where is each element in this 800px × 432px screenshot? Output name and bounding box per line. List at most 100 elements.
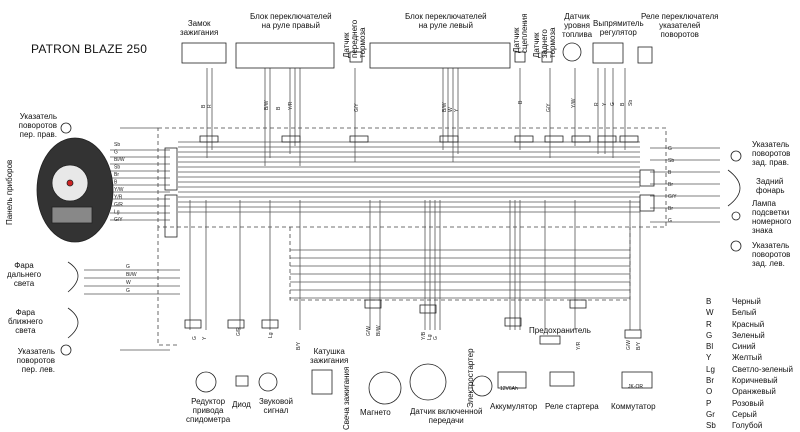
legend-row: G Зеленый	[706, 330, 793, 341]
wire-code: G	[433, 336, 439, 340]
high-beam-icon	[67, 261, 79, 293]
wire-code: Y/R	[288, 101, 294, 110]
wire-code: G	[610, 102, 616, 106]
wire-code: G	[668, 146, 672, 152]
legend-code: O	[706, 387, 713, 397]
diagram-title: PATRON BLAZE 250	[31, 42, 148, 56]
label-clutch-sensor: Датчик сцепления	[512, 13, 529, 53]
ignition-switch	[181, 42, 227, 64]
wire-code: Sb	[114, 142, 120, 148]
front-brake-sensor	[349, 51, 363, 63]
panel-display	[51, 206, 93, 224]
label-magneto: Магнето	[360, 408, 391, 417]
legend-code: Gr	[706, 409, 715, 419]
legend-color-name: Серый	[732, 409, 757, 419]
label-gear-sensor: Датчик включенной передачи	[410, 407, 483, 425]
left-switch-block	[369, 42, 511, 69]
wire-code: B/W	[442, 102, 448, 112]
connector	[639, 169, 655, 187]
connector	[227, 319, 245, 329]
wire-code: G	[126, 288, 130, 294]
wire-code: Br	[668, 206, 673, 212]
legend-color-name: Черный	[732, 297, 761, 306]
cdi-marking: JK-OR	[628, 384, 643, 390]
legend-code: Y	[706, 353, 712, 363]
connector	[514, 135, 534, 143]
wire-code: Y/W	[114, 187, 124, 193]
wire-code: W	[126, 280, 131, 286]
legend-code: G	[706, 330, 713, 340]
label-rear-right-turn: Указатель поворотов зад. прав.	[752, 140, 791, 167]
battery-rating: 12V6Ah	[500, 386, 518, 392]
wire-code: G/W	[366, 326, 372, 336]
label-starter: Электростартер	[466, 348, 475, 408]
wire-code: B/Y	[636, 341, 642, 350]
label-rectifier-regulator: Выпрямитель регулятор	[593, 19, 644, 37]
wire-code: Y/R	[576, 341, 582, 350]
legend-row: Sb Голубой	[706, 420, 793, 431]
legend-color-name: Зеленый	[732, 330, 765, 340]
rectifier-regulator	[592, 42, 624, 64]
label-right-switch-block: Блок переключателей на руле правый	[250, 12, 332, 30]
connector	[504, 317, 522, 327]
label-high-beam: Фара дальнего света	[7, 261, 42, 288]
label-plate-light: Лампа подсветки номерного знака	[752, 199, 792, 235]
plate-light-icon	[731, 211, 741, 221]
legend-color-name: Голубой	[732, 421, 763, 431]
connector	[624, 329, 642, 339]
harness-outline-bottom	[289, 227, 631, 301]
label-rear-brake-sensor: Датчик заднего тормоза	[532, 27, 557, 58]
label-commutator: Коммутатор	[611, 402, 656, 411]
label-ignition-coil: Катушка зажигания	[310, 347, 349, 365]
wire-code: B	[620, 102, 626, 106]
front-left-turn-icon	[60, 344, 72, 356]
wire-code: G	[126, 264, 130, 270]
wire-code: G/Y	[546, 103, 552, 112]
wire-code: Sb	[114, 165, 120, 171]
diode-icon	[235, 375, 249, 387]
connector	[544, 135, 564, 143]
wire-code: G/Y	[114, 217, 123, 223]
wire-code: Sb	[668, 158, 674, 164]
connector	[439, 135, 459, 143]
starter-relay-icon	[549, 371, 575, 387]
connector	[364, 299, 382, 309]
label-rear-left-turn: Указатель поворотов зад. лев.	[752, 241, 791, 268]
legend-code: P	[706, 398, 712, 408]
connector	[639, 194, 655, 212]
wire-code: Lg	[268, 332, 274, 338]
wire-code: Y/W	[571, 98, 577, 108]
label-fuel-level-sensor: Датчик уровня топлива	[562, 12, 593, 39]
legend-code: Bl	[706, 342, 714, 352]
label-starter-relay: Реле стартера	[545, 402, 599, 411]
ignition-coil-icon	[311, 369, 333, 395]
legend-code: B	[706, 297, 712, 306]
wire-code: Bl/W	[376, 325, 382, 336]
connector	[597, 135, 617, 143]
label-horn: Звуковой сигнал	[259, 397, 294, 415]
wire-code: Lg	[114, 210, 120, 216]
wire-code: R	[594, 102, 600, 106]
connector	[281, 135, 301, 143]
wire-code: B	[114, 180, 118, 186]
wire-code: Y/R	[114, 195, 123, 201]
wire-code: G/Y	[354, 103, 360, 112]
connector	[419, 304, 437, 314]
wire-code: G/W	[626, 340, 632, 350]
speedometer-drive-icon	[195, 371, 217, 393]
legend-code: Sb	[706, 421, 716, 431]
legend-code: R	[706, 319, 712, 329]
label-spark-plug: Свеча зажигания	[342, 366, 351, 430]
wire-code: Sb	[628, 100, 634, 106]
label-battery: Аккумулятор	[490, 402, 538, 411]
label-tail-light: Задний фонарь	[756, 177, 785, 195]
